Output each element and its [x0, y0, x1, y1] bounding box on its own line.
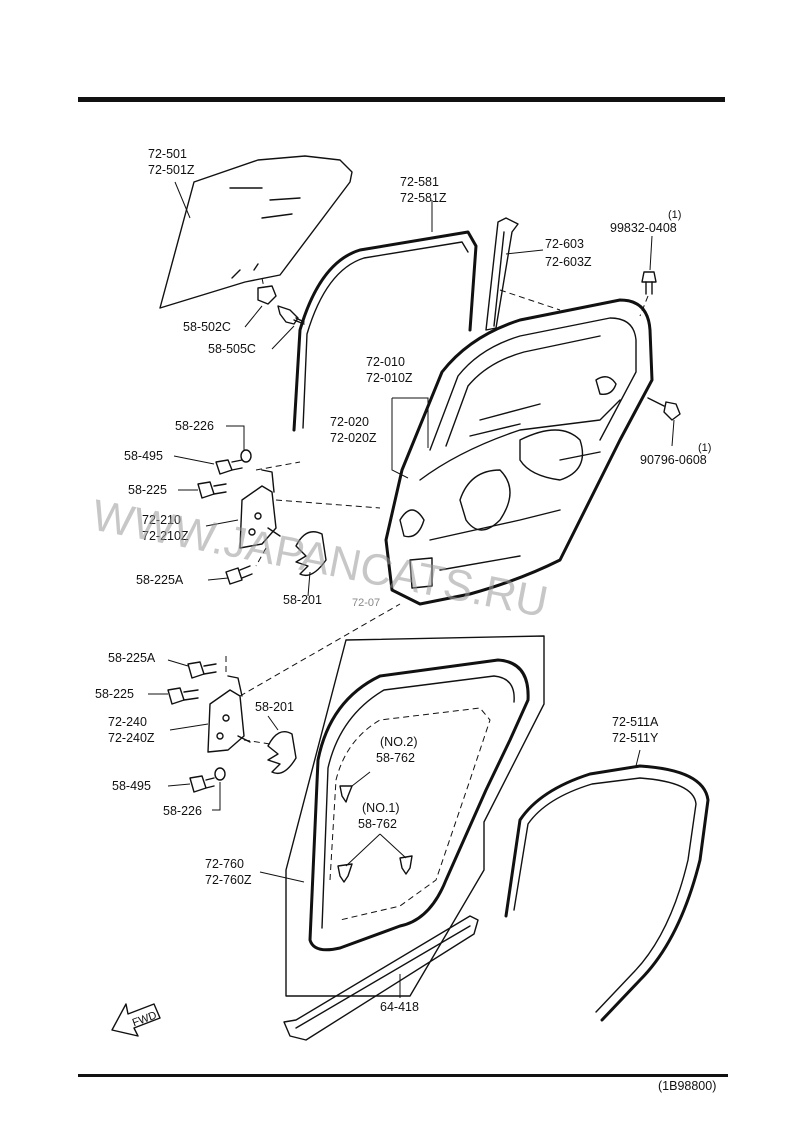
label-door-b: 72-010Z: [366, 371, 413, 385]
label-sash-a: 72-603: [545, 237, 584, 251]
footer-rule: [78, 1074, 728, 1077]
label-clip-no1-a: (NO.1): [362, 801, 400, 815]
label-sill: 64-418: [380, 1000, 419, 1014]
label-clip-no2-b: 58-762: [376, 751, 415, 765]
label-clip-no1-b: 58-762: [358, 817, 397, 831]
label-glass-b: 72-501Z: [148, 163, 195, 177]
label-hinge-upper-b: 72-210Z: [142, 529, 189, 543]
label-bolt-right-b: (1): [698, 442, 711, 454]
sill-trim: [283, 915, 479, 1041]
label-hinge-lower-b: 72-240Z: [108, 731, 155, 745]
label-bolt-lower-225a: 58-225A: [108, 651, 156, 665]
clip-no1: [337, 855, 413, 883]
washer-lower: [214, 767, 226, 781]
label-bolt-upper-495: 58-495: [124, 449, 163, 463]
shim-upper: [295, 531, 327, 577]
label-bolt-upper-225a: 58-225A: [136, 573, 184, 587]
door-weatherstrip: [308, 658, 530, 952]
label-clip-no2-a: (NO.2): [380, 735, 418, 749]
glass-clip: [257, 277, 277, 305]
label-washer-lower: 58-226: [163, 804, 202, 818]
label-weatherstrip-a: 72-760: [205, 857, 244, 871]
label-channel-b: 72-581Z: [400, 191, 447, 205]
bolt-right: [647, 397, 681, 421]
opening-seal: [504, 764, 710, 1022]
label-screw-glass: 58-505C: [208, 342, 256, 356]
fwd-label: FWD: [131, 1009, 159, 1029]
label-washer-upper: 58-226: [175, 419, 214, 433]
label-bolt-top-a: 99832-0408: [610, 221, 677, 235]
glass-run-channel: [292, 230, 478, 432]
diagram-code: (1B98800): [658, 1079, 716, 1093]
label-hinge-upper-a: 72-210: [142, 513, 181, 527]
label-bolt-lower-225: 58-225: [95, 687, 134, 701]
label-sash-b: 72-603Z: [545, 255, 592, 269]
faded-label: 72-07: [352, 597, 380, 609]
label-bolt-top-b: (1): [668, 209, 681, 221]
bolt-upper-225: [197, 481, 227, 499]
label-bolt-upper-225: 58-225: [128, 483, 167, 497]
bolt-lower-225a: [187, 661, 217, 679]
door-glass: [159, 155, 353, 309]
label-bolt-right-a: 90796-0608: [640, 453, 707, 467]
door-panel: [384, 298, 654, 606]
label-seal-a: 72-511A: [612, 715, 659, 729]
label-glass-a: 72-501: [148, 147, 187, 161]
fwd-arrow-icon: FWD: [111, 1003, 161, 1037]
label-door-a: 72-010: [366, 355, 405, 369]
shim-lower: [267, 731, 297, 775]
weatherstrip-frame: [285, 635, 545, 997]
label-bolt-lower-495: 58-495: [112, 779, 151, 793]
header-rule: [78, 97, 725, 102]
label-shim-upper: 58-201: [283, 593, 322, 607]
label-door-d: 72-020Z: [330, 431, 377, 445]
label-door-c: 72-020: [330, 415, 369, 429]
label-shim-lower: 58-201: [255, 700, 294, 714]
label-clip-glass: 58-502C: [183, 320, 231, 334]
clip-no2: [339, 785, 353, 803]
glass-screw: [277, 305, 305, 325]
label-channel-a: 72-581: [400, 175, 439, 189]
bolt-lower-495: [189, 775, 215, 793]
bolt-lower-225: [167, 687, 199, 705]
lower-hinge: [207, 675, 251, 753]
label-seal-b: 72-511Y: [612, 731, 659, 745]
label-weatherstrip-b: 72-760Z: [205, 873, 252, 887]
label-hinge-lower-a: 72-240: [108, 715, 147, 729]
bolt-upper-225a: [225, 565, 253, 585]
washer-upper: [240, 449, 252, 463]
bolt-upper-495: [215, 459, 243, 475]
bolt-top: [641, 271, 657, 295]
door-sash: [485, 217, 519, 331]
upper-hinge: [239, 469, 281, 549]
